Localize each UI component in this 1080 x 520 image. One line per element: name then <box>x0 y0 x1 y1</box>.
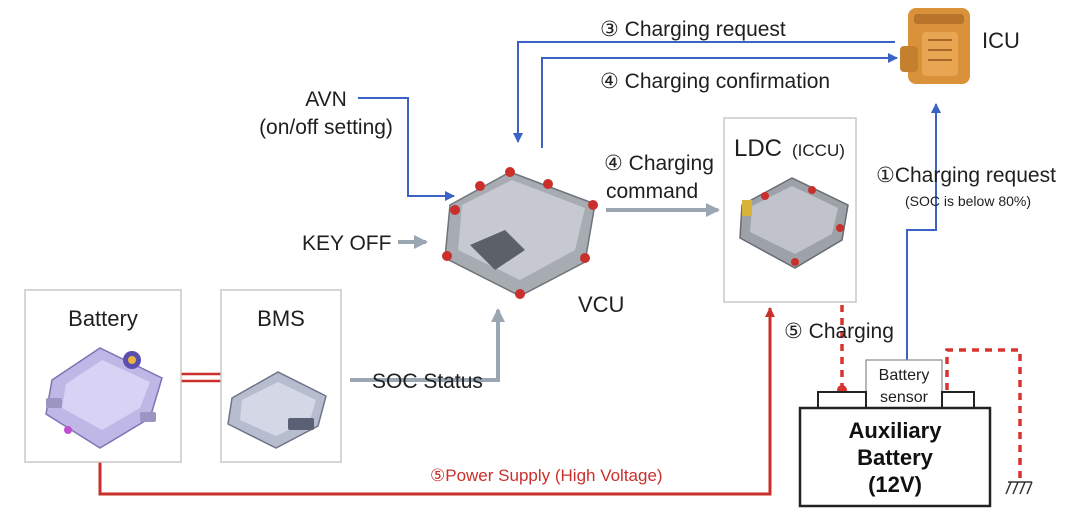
charging-confirmation-line <box>541 53 898 148</box>
battery-label: Battery <box>68 306 138 331</box>
vcu-label: VCU <box>578 292 624 317</box>
bms-label: BMS <box>257 306 305 331</box>
step3-charging-request-label: ③ Charging request <box>600 18 786 41</box>
aux-battery-voltage-label: (12V) <box>868 472 922 497</box>
step1-soc-note: (SOC is below 80%) <box>905 193 1031 209</box>
step5-power-supply-label: ⑤Power Supply (High Voltage) <box>430 466 663 485</box>
icu-unit-icon <box>900 8 970 84</box>
charging-request-line <box>513 41 895 143</box>
power-supply-line <box>98 307 775 496</box>
avn-label: AVN <box>305 88 347 111</box>
step4-charging-command-label-2: command <box>606 180 698 203</box>
sensor-request-line <box>906 103 941 360</box>
battery-sensor-label-2: sensor <box>880 389 929 406</box>
avn-setting-label: (on/off setting) <box>259 116 393 139</box>
avn-signal-line <box>358 97 455 201</box>
bms-module-icon <box>227 371 327 449</box>
aux-battery-neg-post <box>941 391 975 409</box>
ldc-sub-label: (ICCU) <box>792 141 845 160</box>
aux-battery-pos-post <box>817 391 867 409</box>
step5-charging-label: ⑤ Charging <box>784 320 894 343</box>
step4-charging-confirmation-label: ④ Charging confirmation <box>600 70 830 93</box>
aux-battery-label: Auxiliary <box>849 418 943 443</box>
ldc-unit-icon <box>739 177 849 269</box>
ground-icon <box>1005 481 1033 495</box>
ground-dashed-line <box>945 348 1022 480</box>
battery-sensor-box <box>865 359 943 409</box>
vcu-unit-icon <box>442 167 598 299</box>
auxiliary-battery-box <box>798 406 992 508</box>
battery-pack-icon <box>45 347 163 449</box>
ldc-label: LDC <box>734 135 782 162</box>
soc-status-arrow <box>350 308 505 382</box>
icu-label: ICU <box>982 28 1020 53</box>
aux-battery-label-2: Battery <box>857 445 934 470</box>
step1-charging-request-label: ①Charging request <box>876 164 1056 187</box>
battery-sensor-label: Battery <box>879 367 930 384</box>
soc-status-label: SOC Status <box>372 370 483 393</box>
step4-charging-command-label: ④ Charging <box>604 152 714 175</box>
key-off-label: KEY OFF <box>302 232 391 255</box>
